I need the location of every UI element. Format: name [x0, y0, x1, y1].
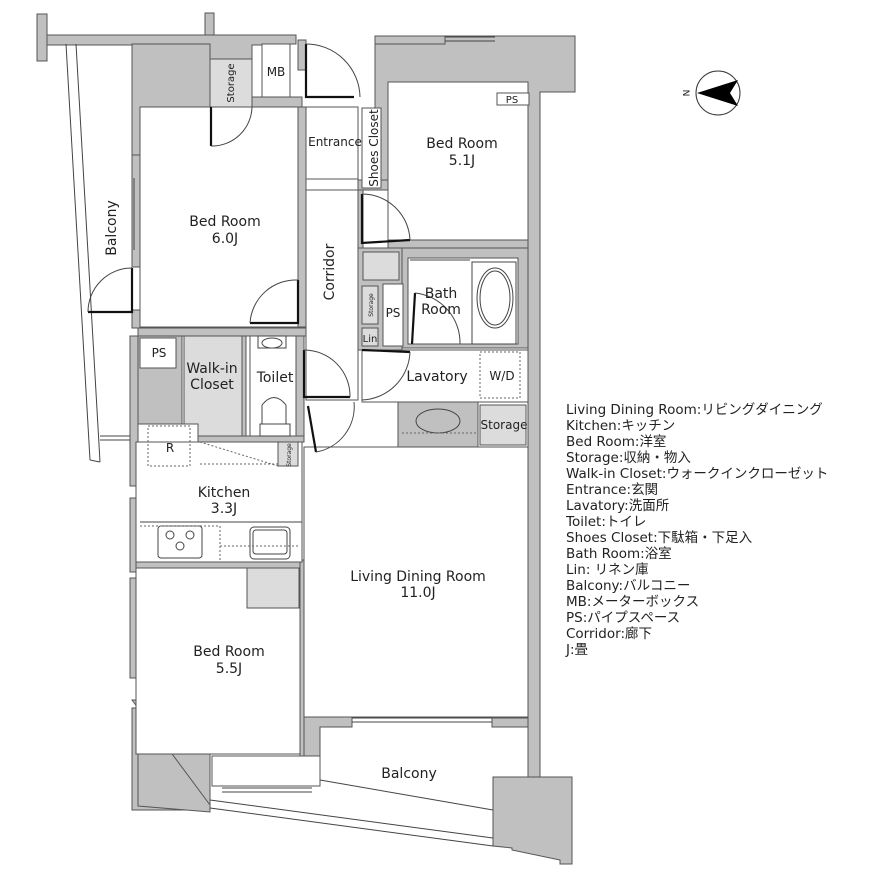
corridor-label: Corridor: [322, 243, 338, 300]
lavatory-label: Lavatory: [406, 369, 467, 385]
lin-label: Lin: [363, 334, 378, 345]
legend-row: Storage:収納・物入: [566, 450, 691, 466]
legend: Living Dining Room:リビングダイニング Kitchen:キッチ…: [566, 402, 828, 658]
bed-room-nw-label: Bed Room: [189, 214, 260, 230]
ps-mid-label: PS: [386, 306, 401, 320]
compass-label: N: [680, 90, 690, 97]
storage-kitchen-label: Storage: [286, 443, 293, 467]
storage-top-label: Storage: [226, 63, 237, 102]
bed-room-nw-size: 6.0J: [212, 231, 238, 247]
legend-row: PS:パイプスペース: [566, 610, 681, 626]
storage-corridor-label: Storage: [368, 293, 375, 317]
bed-room-ne-size: 5.1J: [449, 153, 475, 169]
balcony-west-label: Balcony: [104, 200, 120, 256]
mb-label: MB: [267, 65, 286, 79]
room-labels: Bed Room 6.0J Bed Room 5.1J Bed Room 5.5…: [104, 63, 527, 782]
legend-row: Corridor:廊下: [566, 626, 653, 642]
ldr-size: 11.0J: [400, 585, 435, 601]
legend-row: Walk-in Closet:ウォークインクローゼット: [566, 466, 829, 482]
kitchen-size: 3.3J: [211, 501, 237, 517]
shoes-closet-label: Shoes Closet: [367, 109, 381, 187]
storage-lavatory-label: Storage: [481, 418, 528, 432]
bath-label-1: Bath: [425, 286, 458, 302]
ldr-label: Living Dining Room: [350, 569, 486, 585]
bath-label-2: Room: [421, 302, 461, 318]
legend-row: Kitchen:キッチン: [566, 418, 676, 434]
legend-row: Entrance:玄関: [566, 482, 659, 498]
kitchen-label: Kitchen: [198, 485, 251, 501]
entrance-label: Entrance: [308, 135, 362, 149]
legend-row: Lavatory:洗面所: [566, 498, 670, 514]
legend-row: J:畳: [566, 642, 589, 658]
walkin-label-1: Walk-in: [186, 361, 237, 377]
legend-row: MB:メーターボックス: [566, 594, 700, 610]
legend-row: Bath Room:浴室: [566, 546, 672, 562]
fixtures: [65, 36, 521, 847]
legend-row: Shoes Closet:下駄箱・下足入: [566, 530, 753, 546]
legend-row: Toilet:トイレ: [566, 514, 647, 530]
north-compass-icon: N: [680, 70, 741, 116]
legend-row: Living Dining Room:リビングダイニング: [566, 402, 823, 418]
ps-left-label: PS: [152, 346, 167, 360]
walkin-label-2: Closet: [190, 377, 234, 393]
legend-row: Lin: リネン庫: [566, 562, 649, 578]
room-fills: [135, 43, 530, 787]
bed-room-ne-label: Bed Room: [426, 136, 497, 152]
wd-label: W/D: [489, 369, 514, 383]
bed-room-sw-size: 5.5J: [216, 661, 242, 677]
legend-row: Balcony:バルコニー: [566, 578, 691, 594]
fridge-label: R: [166, 441, 174, 455]
bed-room-sw-label: Bed Room: [193, 644, 264, 660]
ps-top-label: PS: [506, 95, 518, 106]
toilet-label: Toilet: [256, 370, 294, 386]
balcony-south-label: Balcony: [381, 766, 437, 782]
legend-row: Bed Room:洋室: [566, 434, 667, 450]
